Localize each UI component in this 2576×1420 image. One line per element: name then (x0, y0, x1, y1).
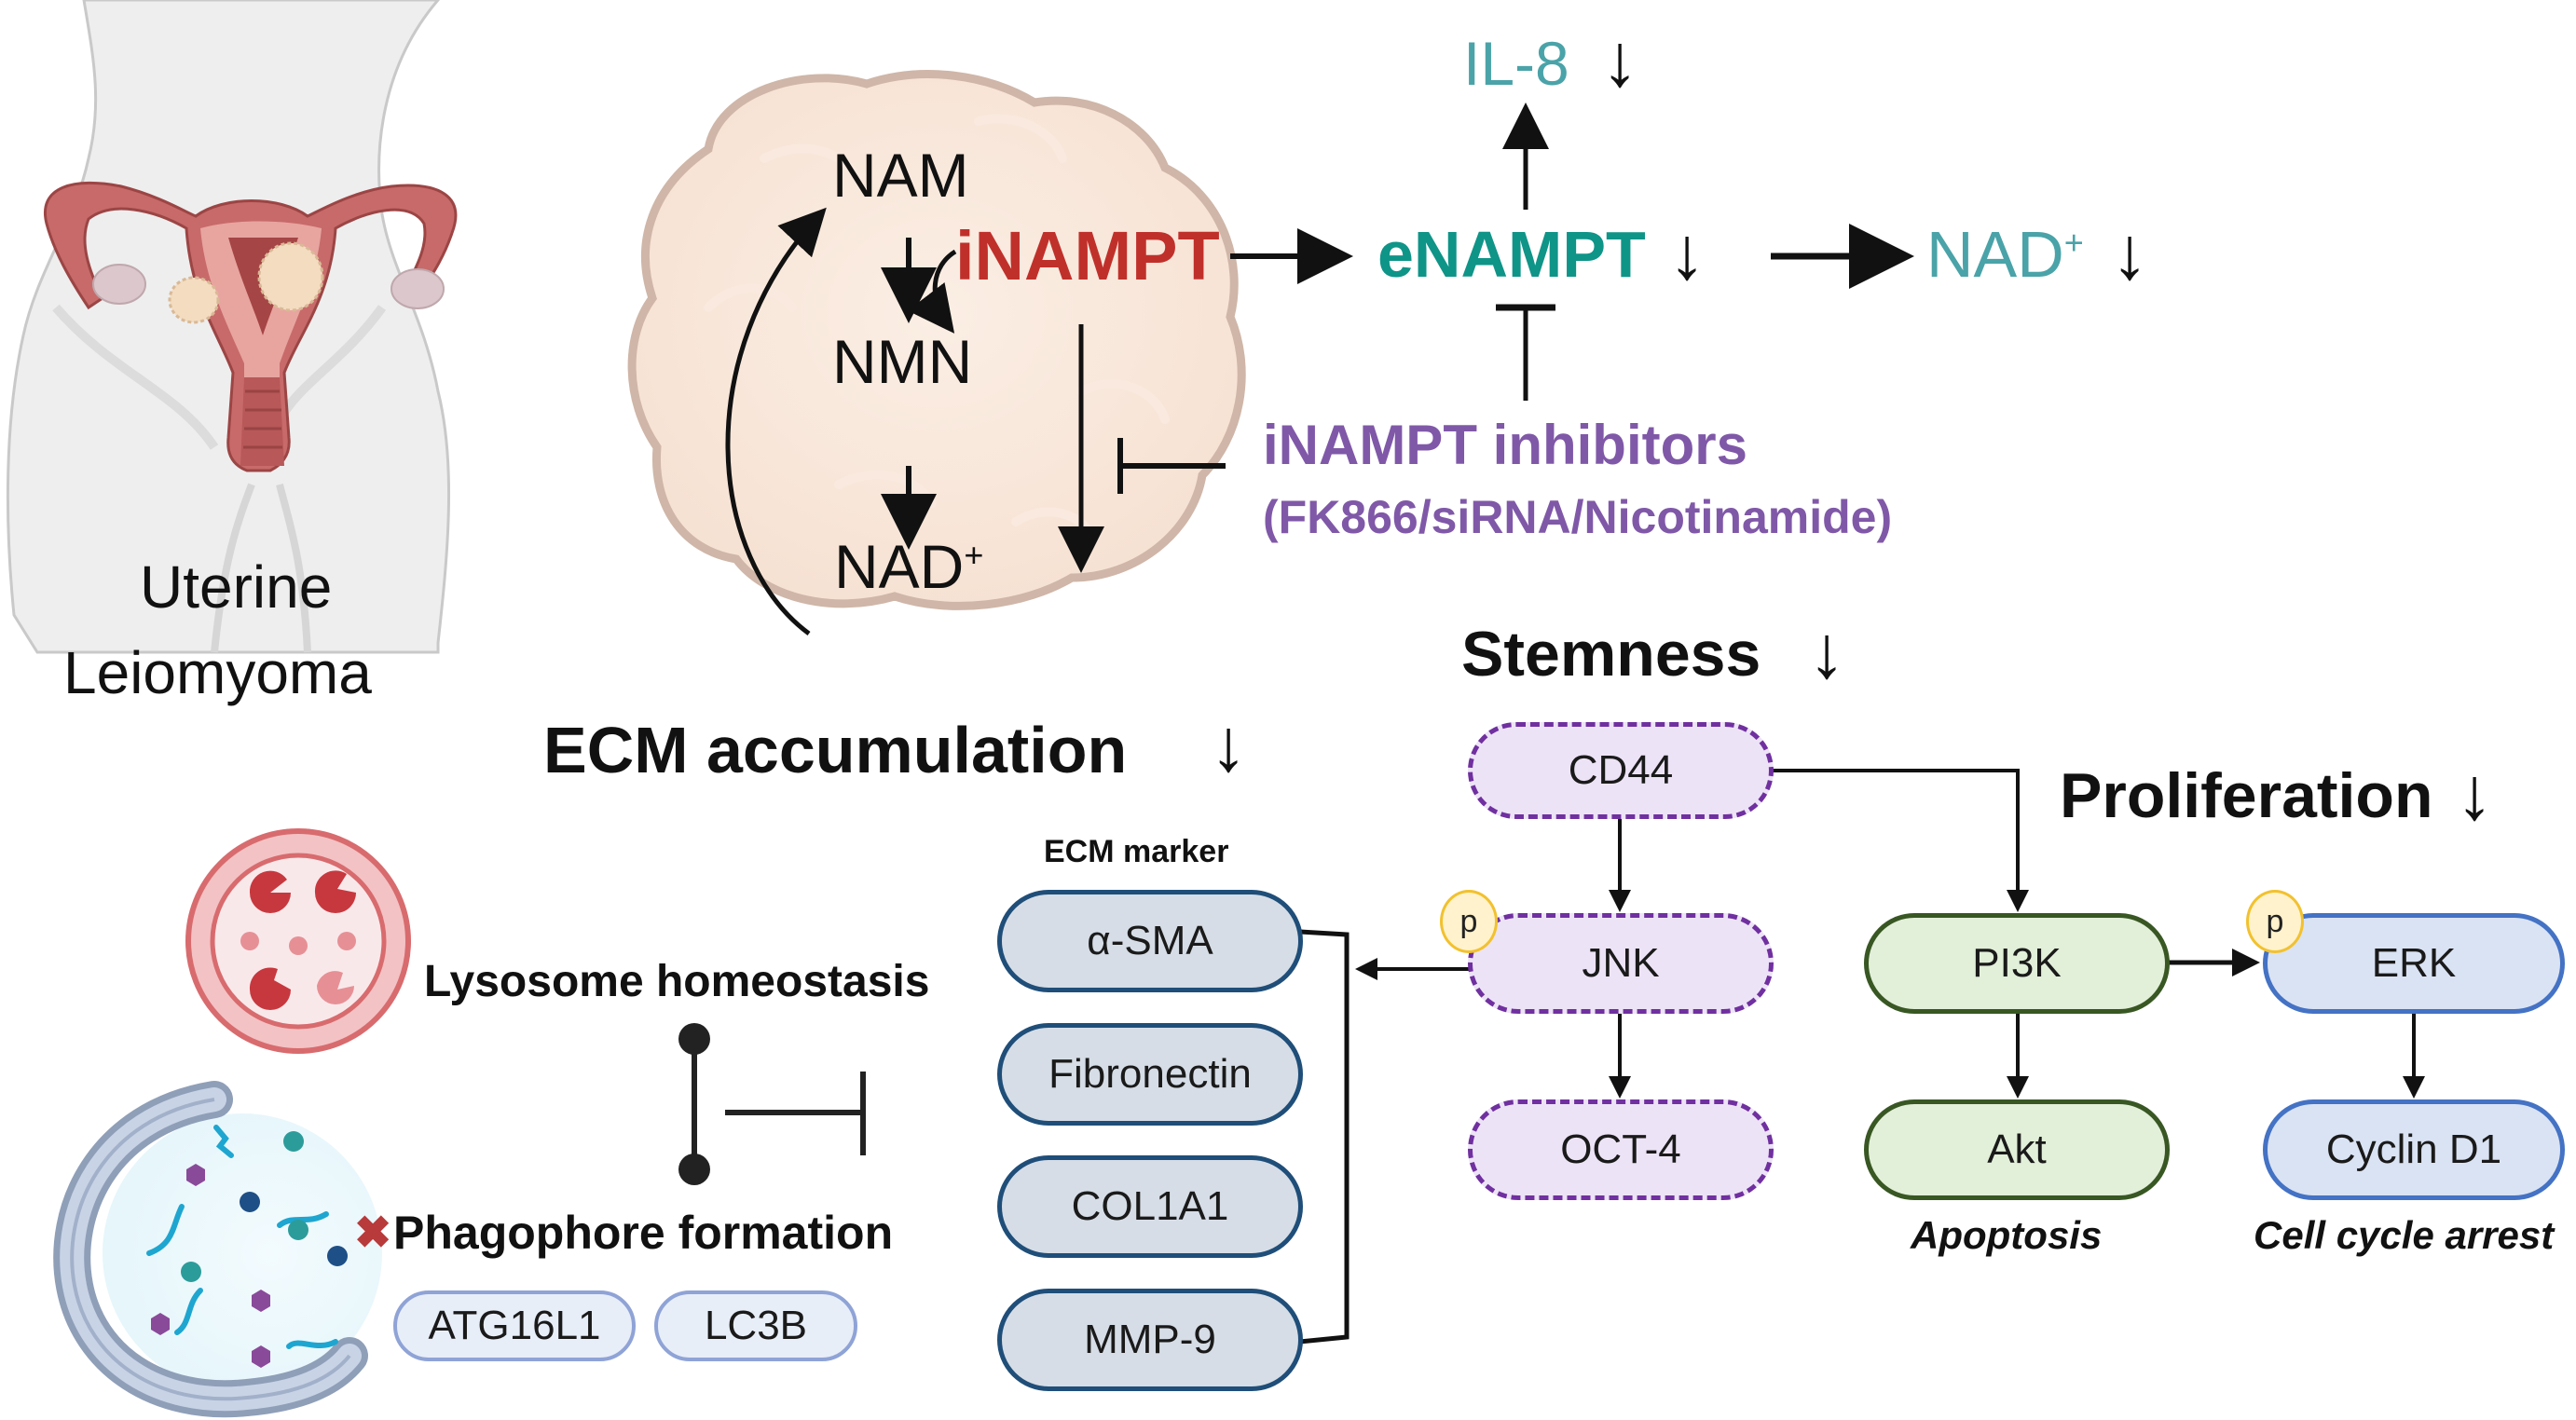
il8-label: IL-8 (1463, 29, 1569, 98)
marker-atg16l1: ATG16L1 (393, 1290, 636, 1361)
inampt-label: iNAMPT (955, 217, 1220, 294)
phospho-badge-erk: p (2246, 890, 2304, 953)
nam-label: NAM (832, 141, 969, 210)
node-akt: Akt (1864, 1099, 2170, 1200)
ecm-accumulation-header: ECM accumulation (543, 714, 1128, 786)
autophagy-inhibits-ecm (725, 1072, 866, 1155)
uterus-illustration (44, 181, 458, 472)
cell-illustration (627, 70, 1246, 610)
inhibitors-list: (FK866/siRNA/Nicotinamide) (1263, 491, 1893, 543)
lysosome-label: Lysosome homeostasis (424, 957, 930, 1006)
proliferation-header: Proliferation (2060, 760, 2433, 831)
enampt-down-arrow: ↓ (1668, 212, 1706, 294)
phagophore-blocked-icon: ✖ (354, 1208, 392, 1258)
node-pi3k: PI3K (1864, 913, 2170, 1014)
inampt-catalysis-arrow (907, 249, 957, 334)
inhibitor-block-inampt (1117, 438, 1226, 494)
ecm-marker-asma: α-SMA (997, 890, 1303, 992)
ecm-marker-label: ECM marker (1044, 834, 1229, 869)
stemness-down-arrow: ↓ (1808, 610, 1845, 693)
nmn-label: NMN (832, 327, 973, 396)
phagophore-label: Phagophore formation (393, 1207, 894, 1259)
il8-down-arrow: ↓ (1601, 19, 1638, 102)
outcome-apoptosis: Apoptosis (1911, 1213, 2103, 1257)
phagophore-illustration (53, 1081, 382, 1418)
node-cyclin-d1: Cyclin D1 (2263, 1099, 2565, 1200)
organ-label-line2: Leiomyoma (63, 639, 372, 706)
enampt-label: eNAMPT (1377, 218, 1646, 291)
ecm-down-arrow: ↓ (1210, 703, 1247, 786)
proliferation-down-arrow: ↓ (2456, 752, 2493, 835)
node-cd44: CD44 (1468, 722, 1774, 819)
node-jnk: JNK (1468, 913, 1774, 1014)
ecm-marker-col1a1: COL1A1 (997, 1155, 1303, 1258)
nad-intracellular-label: NAD+ (834, 532, 984, 601)
ecm-marker-fibronectin: Fibronectin (997, 1023, 1303, 1126)
nad-recycle-arrow (725, 207, 827, 636)
outcome-cell-cycle-arrest: Cell cycle arrest (2254, 1213, 2555, 1257)
organ-label-line1: Uterine (140, 553, 333, 621)
phospho-badge-jnk: p (1440, 890, 1498, 953)
node-oct4: OCT-4 (1468, 1099, 1774, 1200)
cd44-to-pi3k-arrow (1773, 769, 2029, 912)
node-erk: ERK (2263, 913, 2565, 1014)
inhibitors-title: iNAMPT inhibitors (1263, 414, 1747, 476)
lysosome-phagophore-link (678, 1023, 710, 1185)
ecm-marker-mmp9: MMP-9 (997, 1289, 1303, 1391)
nad-down-arrow: ↓ (2111, 212, 2148, 294)
inhibitor-block-enampt (1496, 304, 1555, 401)
nad-extracellular-label: NAD+ (1926, 218, 2084, 291)
ecm-marker-bracket (1299, 929, 1350, 1345)
lysosome-illustration (185, 828, 411, 1054)
marker-lc3b: LC3B (654, 1290, 857, 1361)
stemness-header: Stemness (1461, 619, 1761, 690)
